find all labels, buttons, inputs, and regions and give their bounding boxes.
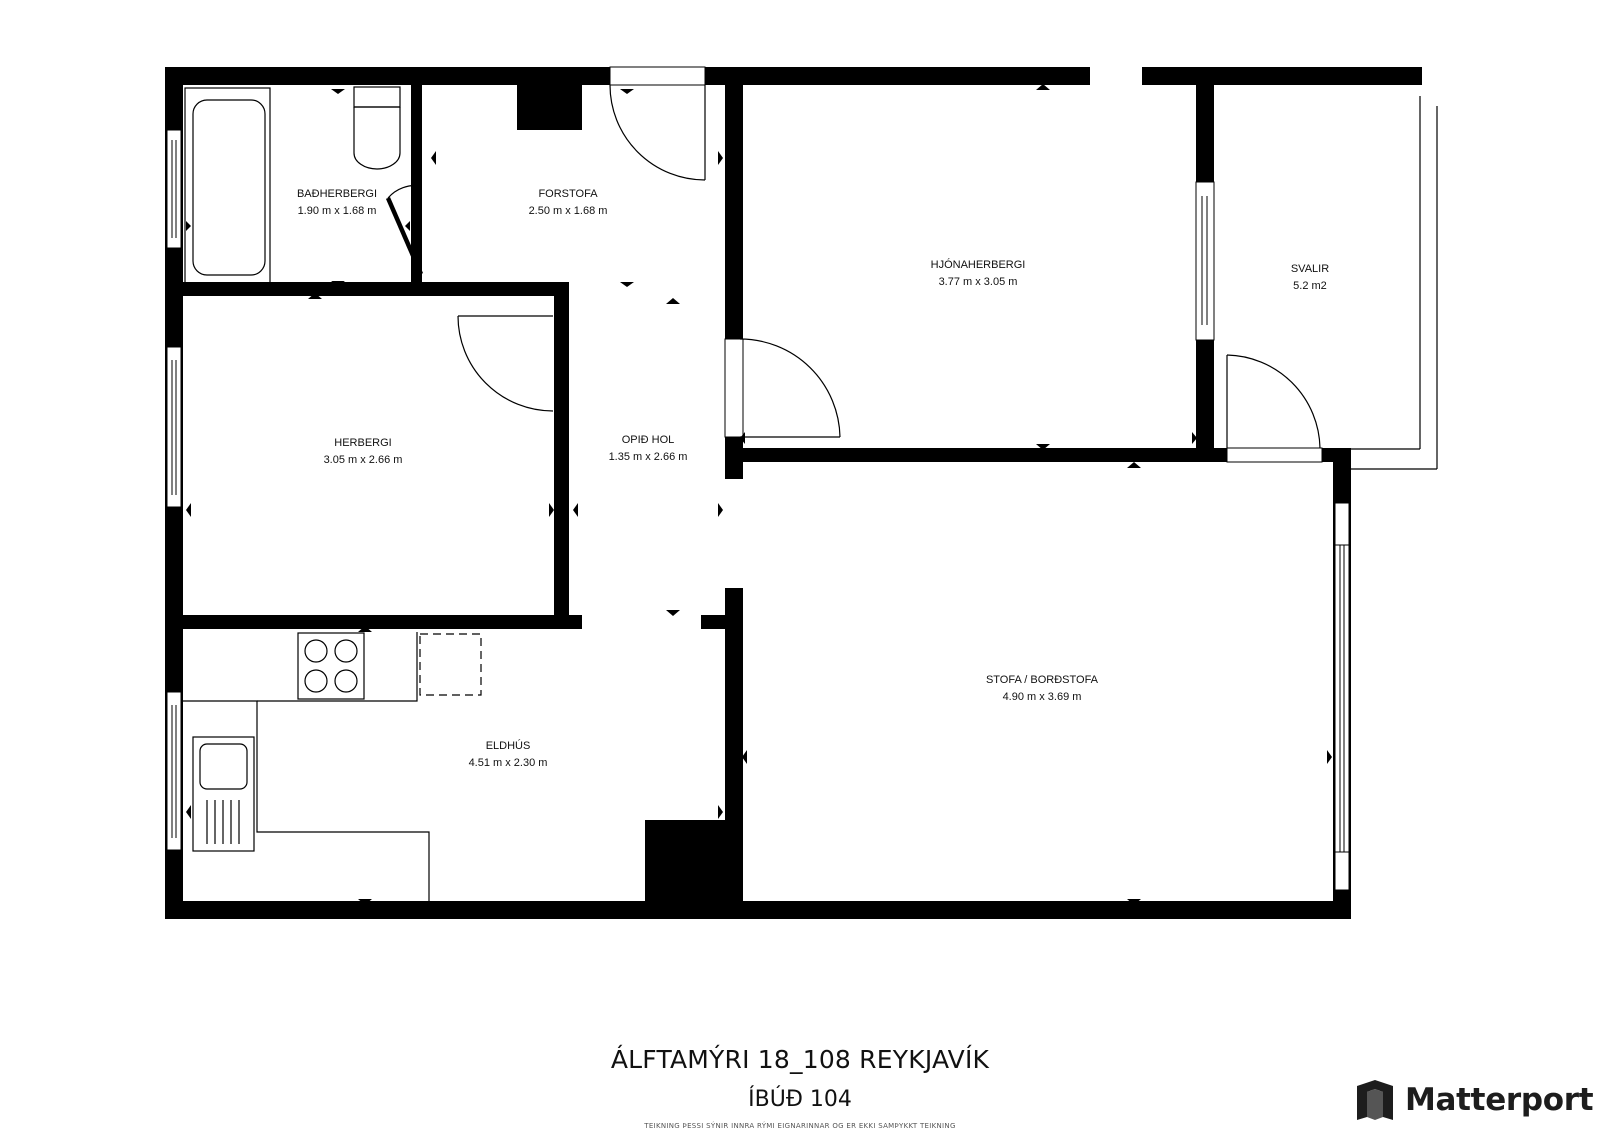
room-name-bathroom: BAÐHERBERGI: [297, 188, 377, 200]
brand-name: Matterport: [1405, 1082, 1594, 1118]
balcony-railing: [1322, 96, 1438, 470]
disclaimer-text: TEIKNING ÞESSI SÝNIR INNRA RÝMI EIGNARIN…: [644, 1122, 956, 1130]
room-size-balcony: 5.2 m2: [1293, 280, 1327, 292]
room-labels: BAÐHERBERGI 1.90 m x 1.68 m FORSTOFA 2.5…: [297, 188, 1329, 769]
room-size-master-bedroom: 3.77 m x 3.05 m: [939, 276, 1018, 288]
window-lines: [171, 140, 1349, 853]
room-size-kitchen: 4.51 m x 2.30 m: [469, 757, 548, 769]
room-size-bathroom: 1.90 m x 1.68 m: [298, 205, 377, 217]
room-name-living-dining: STOFA / BORÐSTOFA: [986, 674, 1099, 686]
room-name-balcony: SVALIR: [1291, 263, 1329, 275]
brand-logo: Matterport: [1355, 1080, 1594, 1120]
doors: [385, 84, 1321, 449]
room-size-bedroom: 3.05 m x 2.66 m: [324, 454, 403, 466]
fixtures: [183, 86, 482, 901]
interior-walls: [183, 85, 743, 919]
room-name-kitchen: ELDHÚS: [486, 739, 531, 752]
matterport-logo-icon: [1357, 1080, 1393, 1120]
room-name-bedroom: HERBERGI: [334, 437, 391, 449]
property-address: ÁLFTAMÝRI 18_108 REYKJAVÍK: [610, 1045, 990, 1074]
room-size-living-dining: 4.90 m x 3.69 m: [1003, 691, 1082, 703]
wall-openings: [166, 66, 1350, 891]
room-name-master-bedroom: HJÓNAHERBERGI: [931, 258, 1026, 271]
room-name-open-hall: OPIÐ HOL: [622, 434, 675, 446]
dimension-markers: [186, 84, 1332, 905]
unit-number: ÍBÚÐ 104: [748, 1087, 852, 1112]
room-size-entrance: 2.50 m x 1.68 m: [529, 205, 608, 217]
room-size-open-hall: 1.35 m x 2.66 m: [609, 451, 688, 463]
room-name-entrance: FORSTOFA: [538, 188, 598, 200]
